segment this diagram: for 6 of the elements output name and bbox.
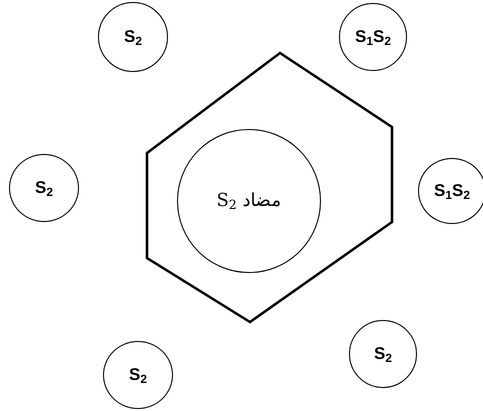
labeled-circle: S$_{2}$	[349, 320, 417, 388]
labeled-circle: S$_{2}$	[98, 2, 168, 72]
labeled-circle: S$_{1}$S$_{2}$	[339, 3, 407, 71]
labeled-circle: S$_{1}$S$_{2}$	[418, 158, 483, 224]
labeled-circle: S$_{2}$	[103, 341, 173, 409]
labeled-circle: S$_{2}$	[9, 154, 79, 222]
